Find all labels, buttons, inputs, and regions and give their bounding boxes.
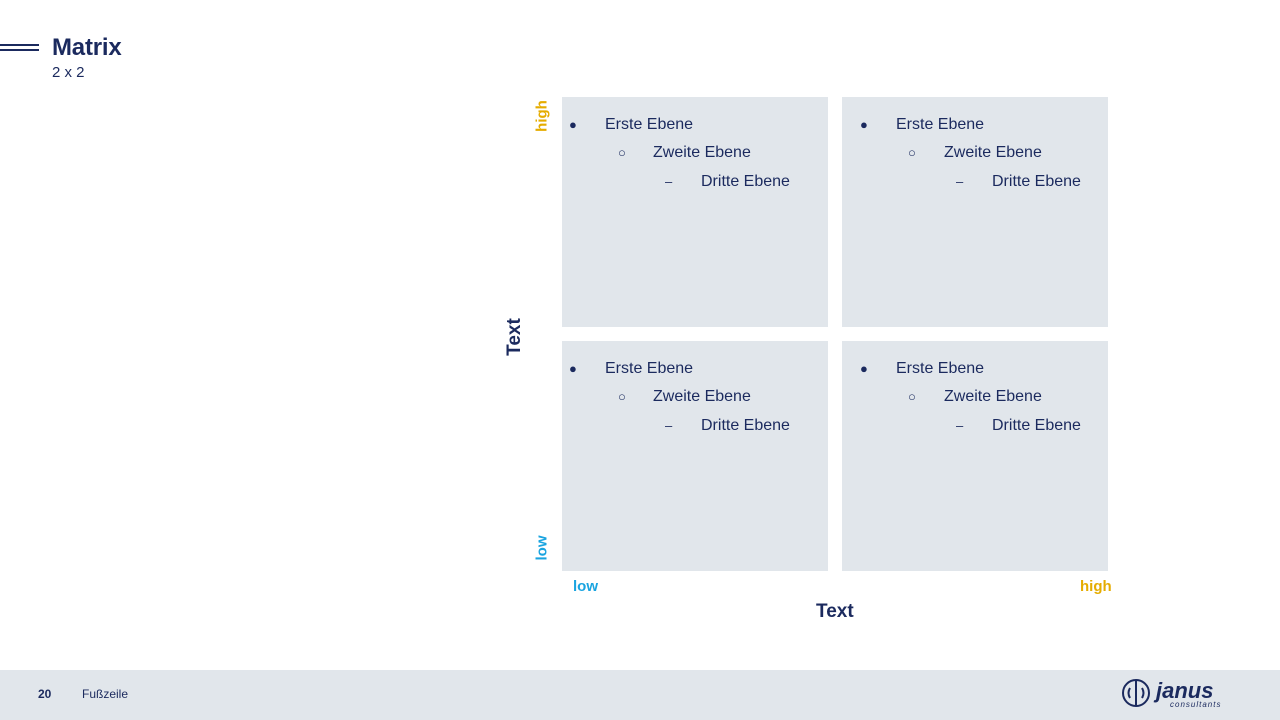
bullet-text: Zweite Ebene [653,144,751,161]
bullet-text: Dritte Ebene [701,173,790,190]
bullet-text: Zweite Ebene [653,388,751,405]
bullet-text: Erste Ebene [605,360,694,377]
quadrant-top-right: ● Erste Ebene ○ Zweite Ebene – Dritte Eb… [842,97,1108,327]
janus-logo: janus consultants [1122,678,1221,709]
quadrant-bottom-right: ● Erste Ebene ○ Zweite Ebene – Dritte Eb… [842,341,1108,571]
bullet-text: Erste Ebene [896,116,985,133]
bullet-marker: – [665,174,673,189]
bullet-marker: ● [860,117,868,132]
bullet-text: Dritte Ebene [701,417,790,434]
bullet-marker: ● [569,361,577,376]
bullet-marker: ● [860,361,868,376]
y-axis-title: Text [504,318,525,356]
bullet-marker: – [956,418,964,433]
page-number: 20 [38,687,52,701]
bullet-marker: ● [569,117,577,132]
title-decoration-icon [0,44,39,52]
x-axis-title: Text [816,601,854,622]
y-axis-low-label: low [533,535,551,561]
footer-bar: 20 Fußzeile janus consultants [0,670,1280,720]
quadrant-top-left: ● Erste Ebene ○ Zweite Ebene – Dritte Eb… [562,97,828,327]
quadrant-bottom-left: ● Erste Ebene ○ Zweite Ebene – Dritte Eb… [562,341,828,571]
bullet-text: Zweite Ebene [944,388,1042,405]
bullet-marker: ○ [618,145,626,160]
bullet-marker: – [956,174,964,189]
x-axis-low-label: low [573,578,598,595]
bullet-text: Dritte Ebene [992,173,1081,190]
logo-tagline: consultants [1170,700,1221,709]
bullet-marker: ○ [908,145,916,160]
page-subtitle: 2 x 2 [52,64,85,81]
bullet-marker: ○ [618,389,626,404]
bullet-text: Erste Ebene [605,116,694,133]
bullet-marker: ○ [908,389,916,404]
bullet-text: Erste Ebene [896,360,985,377]
y-axis-high-label: high [533,100,551,132]
bullet-text: Dritte Ebene [992,417,1081,434]
logo-wordmark: janus [1153,678,1213,703]
page-title: Matrix [52,34,122,61]
footer-text: Fußzeile [82,687,129,701]
bullet-text: Zweite Ebene [944,144,1042,161]
bullet-marker: – [665,418,673,433]
x-axis-high-label: high [1080,578,1112,595]
janus-face-icon [1122,679,1150,707]
